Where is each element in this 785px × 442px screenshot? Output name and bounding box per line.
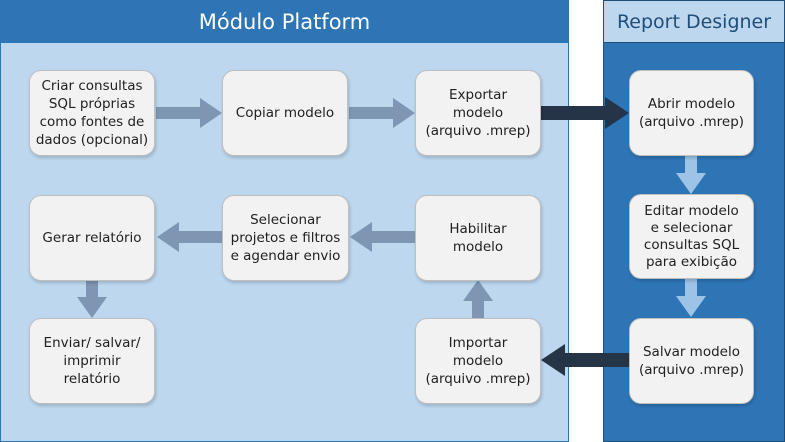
step-copiar-modelo: Copiar modelo	[222, 70, 348, 156]
gray-arrows	[77, 98, 493, 318]
arrow-criar-copiar	[156, 98, 222, 128]
step-selecionar-projetos: Selecionar projetos e filtros e agendar …	[222, 195, 349, 281]
platform-header: Módulo Platform	[1, 1, 568, 43]
arrow-copiar-exportar	[349, 98, 415, 128]
arrow-gerar-enviar	[77, 281, 107, 318]
step-editar-modelo: Editar modelo e selecionar consultas SQL…	[629, 194, 754, 279]
step-abrir-modelo: Abrir modelo (arquivo .mrep)	[629, 70, 754, 156]
arrow-importar-habilitar	[463, 280, 493, 318]
step-salvar-modelo: Salvar modelo (arquivo .mrep)	[629, 318, 754, 404]
step-importar-modelo: Importar modelo (arquivo .mrep)	[415, 318, 541, 404]
step-exportar-modelo: Exportar modelo (arquivo .mrep)	[415, 70, 541, 156]
arrow-editar-salvar	[676, 279, 706, 317]
dark-arrows	[541, 97, 629, 376]
step-enviar-relatorio: Enviar/ salvar/ imprimir relatório	[29, 318, 155, 404]
step-habilitar-modelo: Habilitar modelo	[415, 195, 541, 281]
designer-header: Report Designer	[604, 1, 784, 43]
arrow-abrir-editar	[676, 156, 706, 194]
designer-title: Report Designer	[616, 10, 772, 33]
step-gerar-relatorio: Gerar relatório	[29, 195, 155, 281]
arrow-exportar-abrir	[541, 97, 629, 129]
light-arrows	[676, 156, 706, 317]
arrow-habilitar-selecionar	[350, 222, 416, 252]
arrow-selecionar-gerar	[157, 222, 223, 252]
arrow-salvar-importar	[541, 344, 629, 376]
step-criar-consultas: Criar consultas SQL próprias como fontes…	[29, 70, 155, 156]
platform-title: Módulo Platform	[198, 10, 371, 34]
